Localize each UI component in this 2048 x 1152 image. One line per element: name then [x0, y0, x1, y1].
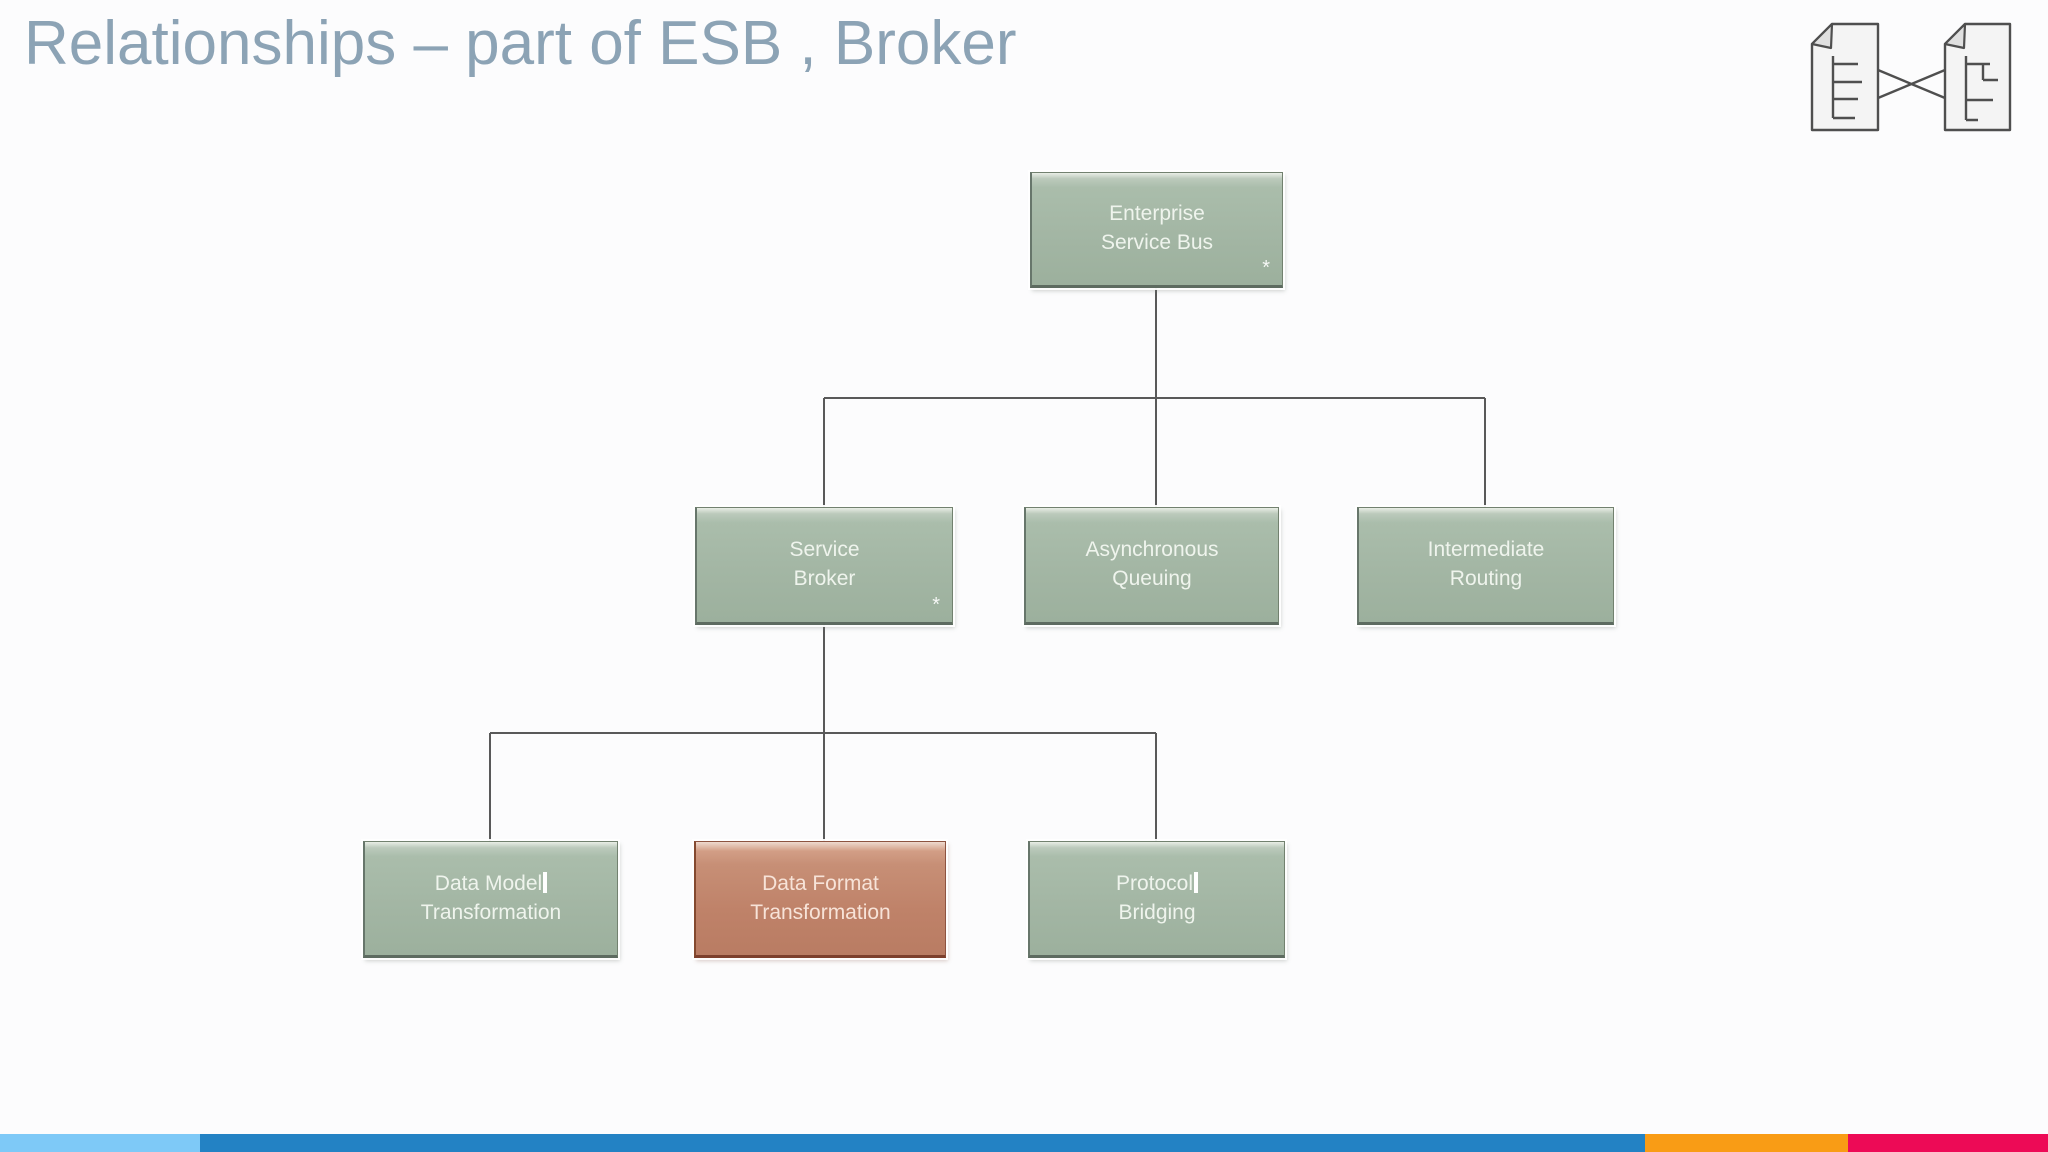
node-label-line: Intermediate: [1427, 538, 1545, 562]
connector-broker-to-children: [489, 625, 1157, 841]
text-cursor: [1194, 871, 1199, 893]
node-label-line: Queuing: [1112, 567, 1192, 590]
document-mapping-icon: [1810, 22, 2012, 132]
node-service-broker: Service Broker *: [695, 507, 953, 625]
slide-title: Relationships – part of ESB , Broker: [24, 9, 1017, 78]
node-data-format-transformation: Data Format Transformation: [694, 841, 946, 958]
node-label-line: Protocol: [1116, 870, 1199, 899]
node-label-line: Enterprise: [1109, 202, 1205, 226]
node-label-line: Broker: [793, 567, 856, 590]
node-label-line: Data Model: [435, 870, 548, 899]
stripe-segment-pink: [1848, 1134, 2048, 1152]
node-data-model-transformation: Data Model Transformation: [363, 841, 618, 958]
node-enterprise-service-bus: Enterprise Service Bus *: [1030, 172, 1283, 288]
node-asynchronous-queuing: Asynchronous Queuing: [1024, 507, 1279, 625]
footer-stripe: [0, 1134, 2048, 1152]
stripe-segment-blue: [200, 1134, 1645, 1152]
node-label-line: Transformation: [420, 900, 562, 924]
node-label-line: Bridging: [1118, 900, 1196, 924]
node-label-line: Routing: [1449, 567, 1523, 590]
node-label-line: Asynchronous: [1085, 538, 1219, 562]
node-label-line: Service Bus: [1100, 231, 1214, 254]
asterisk-badge: *: [932, 594, 940, 617]
node-label-line: Service: [789, 538, 860, 562]
text-cursor: [543, 871, 548, 893]
asterisk-badge: *: [1262, 257, 1270, 280]
stripe-segment-lightblue: [0, 1134, 200, 1152]
connector-esb-to-children: [823, 288, 1486, 507]
node-intermediate-routing: Intermediate Routing: [1357, 507, 1614, 625]
node-label-line: Transformation: [750, 900, 891, 924]
node-label-line: Data Format: [762, 871, 879, 895]
stripe-segment-orange: [1645, 1134, 1848, 1152]
node-protocol-bridging: Protocol Bridging: [1028, 841, 1285, 958]
